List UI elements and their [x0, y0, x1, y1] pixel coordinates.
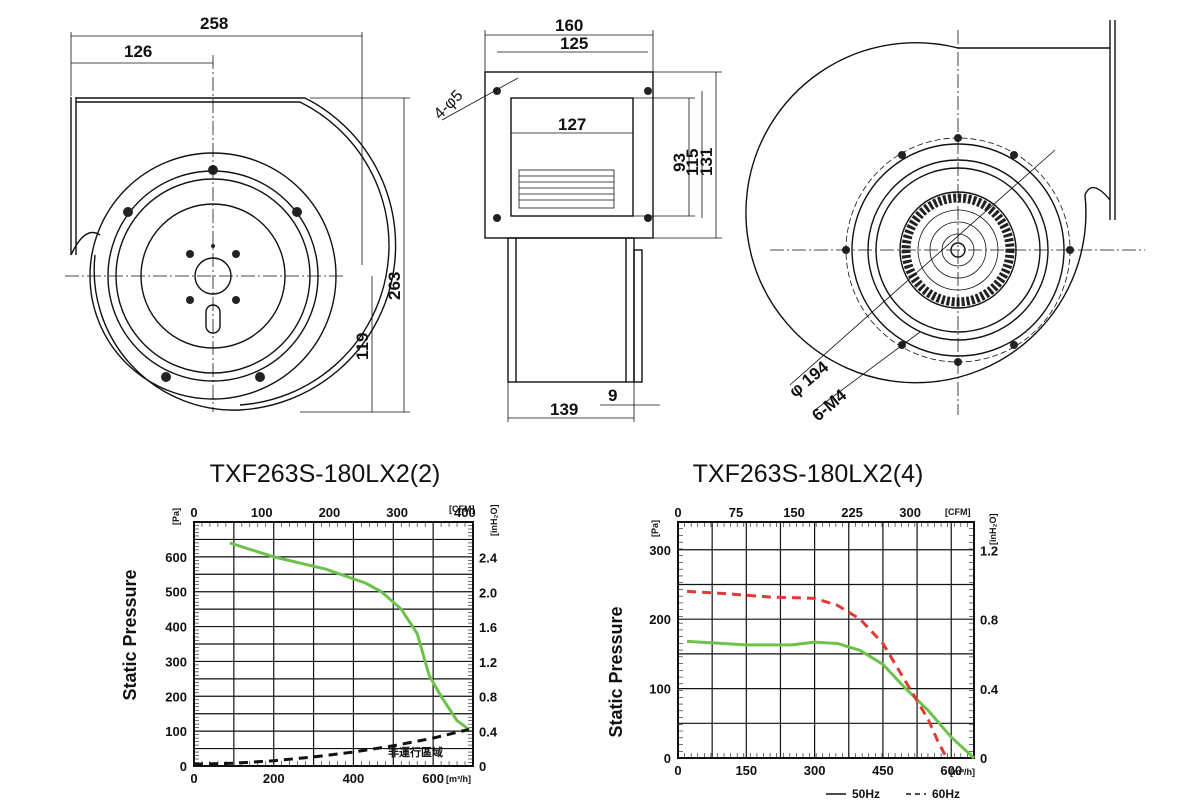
front-view-drawing: 258 126 263 119 — [65, 14, 410, 413]
chart-2-grid — [677, 521, 975, 759]
chart-2-y2-unit: [inH₂O] — [988, 514, 998, 546]
side-hole-spacing-dim: 125 — [560, 34, 588, 53]
chart-1-y2-tick-label: 1.2 — [479, 655, 497, 670]
chart-2-y-tick-label: 0 — [664, 751, 671, 766]
side-holes-dim: 4-φ5 — [431, 87, 467, 123]
chart-2-x-unit: [m³/h] — [950, 767, 975, 777]
chart-1-x2-unit: [CFM] — [449, 504, 475, 514]
chart-2-x2-tick-label: 225 — [841, 505, 863, 520]
front-height-dim: 263 — [385, 272, 404, 300]
legend-60hz-label: 60Hz — [932, 787, 960, 801]
chart-1-x-tick-label: 200 — [263, 771, 285, 786]
chart-1-y2-unit: [inH₂O] — [489, 505, 499, 537]
chart-2-y2-tick-label: 0.8 — [980, 613, 998, 628]
chart-1-x-tick-label: 0 — [190, 771, 197, 786]
chart-1-x-tick-label: 600 — [422, 771, 444, 786]
side-view-drawing: 160 125 4-φ5 127 93 115 131 139 9 — [431, 16, 722, 422]
chart-1-y2-tick-label: 2.0 — [479, 585, 497, 600]
chart-2-y-unit: [Pa] — [650, 520, 660, 537]
chart-2-y-tick-label: 100 — [649, 682, 671, 697]
mounting-holes — [123, 165, 302, 382]
chart-1-y-tick-label: 0 — [180, 759, 187, 774]
front-axis-height-dim: 119 — [353, 333, 372, 360]
chart-1-y2-tick-label: 0.4 — [479, 724, 498, 739]
chart-2-y2-tick-label: 0.4 — [980, 682, 999, 697]
chart-1-y-tick-label: 600 — [165, 550, 187, 565]
chart-2-x2-tick-label: 300 — [899, 505, 921, 520]
chart-1-y-tick-label: 300 — [165, 654, 187, 669]
chart-2-x-tick-label: 300 — [804, 763, 826, 778]
side-opening-height-dim: 93 — [670, 153, 689, 172]
chart-1-y2-tick-label: 0.8 — [479, 690, 497, 705]
front-width-dim: 258 — [200, 14, 228, 33]
chart-2-frame — [677, 521, 975, 759]
chart-1-series-1-line — [229, 541, 470, 731]
chart-1-y2-tick-label: 1.6 — [479, 620, 497, 635]
chart-1-y-tick-label: 400 — [165, 620, 187, 635]
chart-2-y-tick-label: 200 — [649, 612, 671, 627]
chart-2-y-title: Static Pressure — [606, 606, 626, 737]
rear-screws-dim: 6-M4 — [808, 385, 850, 425]
chart-2-x-tick-label: 0 — [674, 763, 681, 778]
chart-1-y2-tick-label: 2.4 — [479, 551, 498, 566]
side-body-width-dim: 139 — [550, 400, 578, 419]
front-offset-dim: 126 — [124, 42, 152, 61]
side-stub-dim: 9 — [608, 386, 617, 405]
chart-1-title: TXF263S-180LX2(2) — [210, 460, 441, 488]
chart-1-y-tick-label: 100 — [165, 724, 187, 739]
chart-1-annotation: 非運行區域 — [388, 745, 443, 759]
chart-2-x2-tick-label: 150 — [783, 505, 805, 520]
chart-1-series-2-line — [193, 727, 470, 766]
chart-2-y2-tick-label: 0 — [980, 751, 987, 766]
chart-2-legend: 50Hz 60Hz — [826, 787, 960, 801]
rear-view-drawing: φ 194 6-M4 — [745, 20, 1145, 425]
chart-2-series-60hz-line — [687, 589, 949, 759]
chart-2-x2-unit: [CFM] — [945, 507, 971, 517]
chart-1-y2-tick-label: 0 — [479, 759, 486, 774]
rear-diameter-dim: φ 194 — [785, 357, 832, 401]
chart-2-title: TXF263S-180LX2(4) — [693, 460, 924, 488]
chart-1: TXF263S-180LX2(2) Static Pressure [Pa] [… — [120, 460, 499, 786]
chart-1-y-tick-label: 200 — [165, 689, 187, 704]
chart-2-x2-tick-label: 75 — [729, 505, 743, 520]
chart-2-y-tick-label: 300 — [649, 543, 671, 558]
chart-1-x2-tick-label: 200 — [319, 505, 341, 520]
legend-50hz-label: 50Hz — [852, 787, 880, 801]
chart-2: TXF263S-180LX2(4) Static Pressure [Pa] [… — [606, 460, 999, 801]
chart-1-x2-tick-label: 400 — [454, 505, 476, 520]
chart-1-x2-tick-label: 300 — [386, 505, 408, 520]
chart-1-x-unit: [m³/h] — [446, 774, 471, 784]
chart-2-series-50hz-line — [687, 639, 976, 760]
chart-2-x-tick-label: 450 — [872, 763, 894, 778]
side-outer-width-dim: 160 — [555, 16, 583, 35]
chart-1-x-tick-label: 400 — [343, 771, 365, 786]
chart-1-y-unit: [Pa] — [171, 508, 181, 525]
chart-1-grid — [193, 521, 474, 767]
chart-1-y-title: Static Pressure — [120, 569, 140, 700]
chart-2-x2-tick-label: 0 — [674, 505, 681, 520]
chart-1-x2-tick-label: 0 — [190, 505, 197, 520]
chart-2-x-tick-label: 150 — [735, 763, 757, 778]
chart-1-x2-tick-label: 100 — [251, 505, 273, 520]
chart-1-y-tick-label: 500 — [165, 585, 187, 600]
chart-2-y2-tick-label: 1.2 — [980, 544, 998, 559]
side-hole-height-dim: 115 — [683, 149, 702, 176]
chart-2-x-tick-label: 600 — [940, 763, 962, 778]
side-flange-height-dim: 131 — [697, 148, 716, 176]
side-opening-width-dim: 127 — [558, 115, 586, 134]
